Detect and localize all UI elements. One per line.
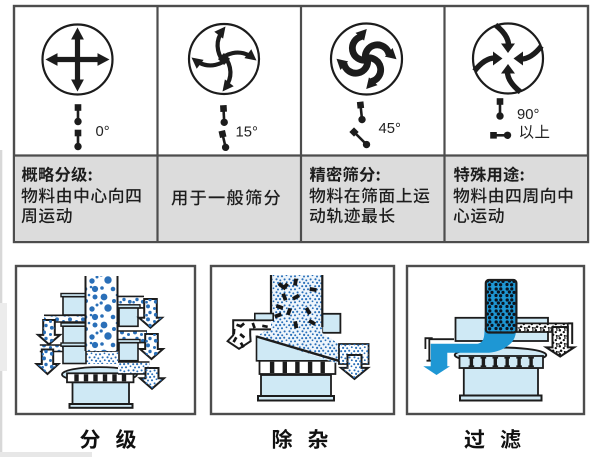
svg-text:45°: 45° <box>379 121 401 137</box>
svg-text:0°: 0° <box>96 124 110 140</box>
svg-text:90°: 90° <box>517 107 539 123</box>
svg-text:15°: 15° <box>236 124 258 140</box>
